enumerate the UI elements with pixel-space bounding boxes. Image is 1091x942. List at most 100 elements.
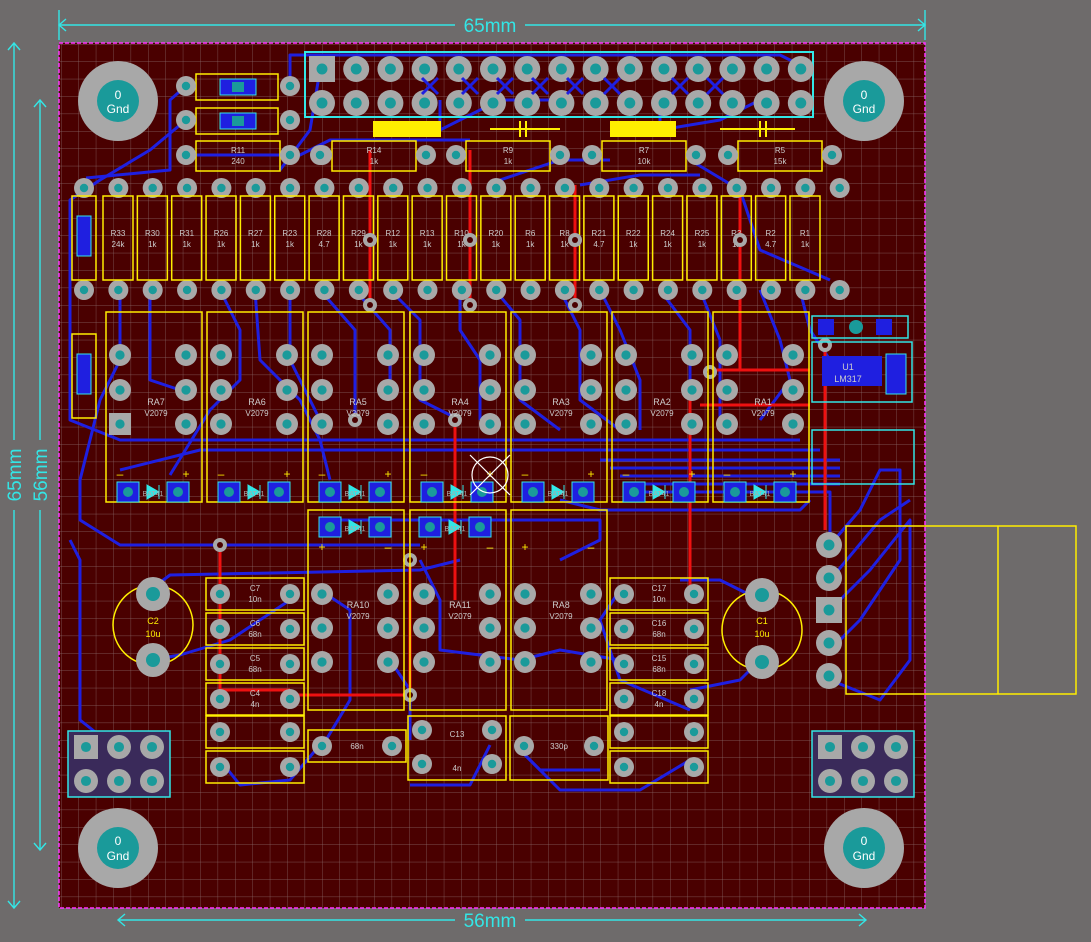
- pad-hole: [285, 659, 295, 669]
- row-resistor-box: [789, 195, 821, 281]
- row-resistor-ref: R20: [489, 229, 504, 238]
- opamp-box: [307, 509, 405, 711]
- row-resistor-box: [754, 195, 787, 281]
- pad-hole: [487, 725, 497, 735]
- pad-hole: [528, 487, 538, 497]
- pad-hole: [788, 385, 798, 395]
- diode-symbol: [247, 484, 261, 500]
- opamp-value: V2079: [245, 409, 269, 418]
- pad-hole: [320, 285, 329, 295]
- pad-hole: [766, 285, 776, 295]
- top-resistor-box: [601, 140, 687, 172]
- pad-hole: [823, 670, 835, 682]
- cap-value: 10n: [652, 595, 665, 604]
- header-trace-cross: [495, 76, 515, 96]
- cap-box: [205, 612, 305, 646]
- row-resistor-value: 1k: [217, 240, 226, 249]
- row-resistor-ref: R13: [420, 229, 435, 238]
- pad-hole: [354, 183, 363, 193]
- top-resistor-ref: R5: [775, 146, 786, 155]
- opamp-minus-mark: –: [421, 467, 428, 481]
- pad-hole: [285, 115, 295, 125]
- cap-ref: C6: [250, 619, 261, 628]
- diode-symbol: [348, 519, 362, 535]
- row-resistor-ref: R21: [592, 229, 607, 238]
- row-resistor-value: 1k: [801, 240, 810, 249]
- c1-value: 10u: [754, 629, 769, 639]
- pad-hole: [384, 97, 396, 109]
- pad-hole: [419, 63, 431, 75]
- cap-box: [609, 577, 709, 611]
- pad-hole: [619, 659, 629, 669]
- diode-value: BAT41: [244, 491, 265, 498]
- pad-hole: [350, 97, 362, 109]
- origin-marker: [469, 454, 511, 496]
- pad-hole: [113, 775, 125, 787]
- pad-hole: [285, 81, 295, 91]
- pad-hole: [624, 63, 636, 75]
- mount-hole-top-left: 0 Gnd: [78, 61, 158, 141]
- pad-hole: [419, 623, 429, 633]
- opamp-ref: RA11: [449, 600, 471, 610]
- c2-value: 10u: [145, 629, 160, 639]
- row-resistor-ref: R23: [282, 229, 297, 238]
- pad-hole: [325, 487, 335, 497]
- electrolytic-c1: C1 10u: [721, 578, 803, 679]
- opamp-box: [409, 311, 507, 503]
- pad-hole: [555, 150, 565, 160]
- row-resistor-ref: R12: [385, 229, 400, 238]
- pad-hole: [216, 350, 226, 360]
- opamps-top: RA7V2079–+RA6V2079–+RA5V2079–+RA4V2079–+…: [105, 311, 810, 503]
- diode-symbol: [753, 484, 767, 500]
- opamp-minus-mark: –: [117, 467, 124, 481]
- pad-hole: [857, 741, 869, 753]
- opamp-value: V2079: [448, 612, 472, 621]
- mount-hole-net: 0: [115, 834, 122, 848]
- pad-hole: [586, 623, 596, 633]
- pad-hole: [692, 97, 704, 109]
- pad-hole: [629, 285, 638, 295]
- pad-hole: [689, 762, 699, 772]
- cap-ref: C16: [652, 619, 667, 628]
- pad-hole: [317, 385, 327, 395]
- row-resistor-box: [651, 195, 684, 281]
- pad-hole: [521, 97, 533, 109]
- row-resistor-box: [720, 195, 753, 281]
- cap-ref: C15: [652, 654, 667, 663]
- pad-hole: [890, 741, 902, 753]
- pad-hole: [215, 727, 225, 737]
- row-resistor-value: 4.7: [593, 240, 605, 249]
- row-resistor-value: 1k: [629, 240, 638, 249]
- opamp-minus-mark: –: [522, 467, 529, 481]
- opamp-ref: RA10: [347, 600, 370, 610]
- pad-hole: [217, 285, 226, 295]
- pad-hole: [80, 741, 92, 753]
- top-resistor-box: [331, 140, 417, 172]
- cap-value: 68n: [652, 665, 665, 674]
- opamp-minus-mark: –: [218, 467, 225, 481]
- pad-hole: [146, 741, 158, 753]
- opamp-value: V2079: [144, 409, 168, 418]
- opamp-ref: RA2: [653, 397, 671, 407]
- header-trace-cross: [565, 76, 585, 96]
- electrolytic-c2: C2 10u: [112, 577, 194, 677]
- pad-hole: [354, 285, 363, 295]
- top-resistor-value: 240: [231, 157, 245, 166]
- c1-ref: C1: [756, 616, 768, 626]
- pad-hole: [285, 727, 295, 737]
- pad-hole: [492, 285, 501, 295]
- pad-hole: [658, 63, 670, 75]
- pad-hole: [417, 759, 427, 769]
- pad-hole: [487, 759, 497, 769]
- opamp-box: [409, 509, 507, 711]
- row-resistor-ref: R30: [145, 229, 160, 238]
- row-resistor-box: [102, 195, 134, 281]
- pad-hole: [317, 623, 327, 633]
- row-resistor-box: [205, 195, 237, 281]
- pad-hole: [730, 487, 740, 497]
- header-trace-cross: [705, 76, 725, 96]
- via-hole: [822, 342, 828, 348]
- via-hole: [467, 302, 473, 308]
- pad-hole: [320, 183, 329, 193]
- row-resistor-ref: R10: [454, 229, 469, 238]
